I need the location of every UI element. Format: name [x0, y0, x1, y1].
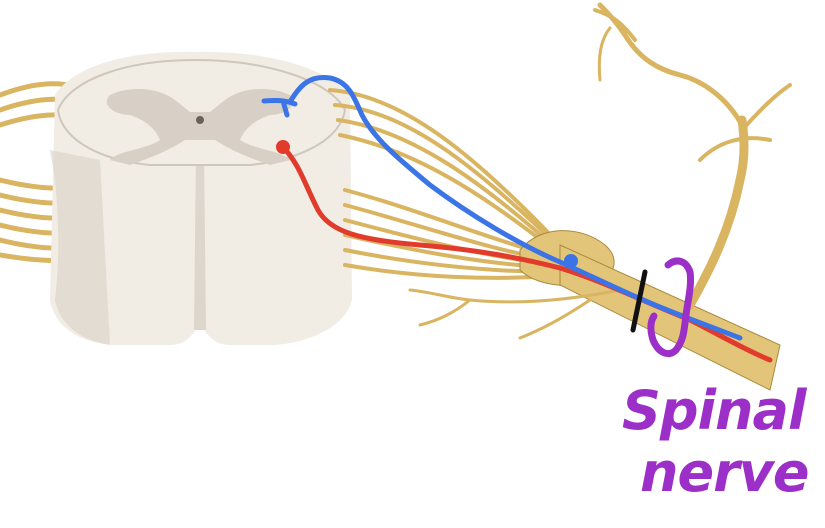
dorsal-ramus [685, 115, 749, 310]
nerve-cut-mark [630, 269, 648, 333]
sensory-pathway [261, 74, 743, 341]
nerve-trunk [559, 244, 781, 391]
central-canal [196, 116, 204, 124]
sensory-ganglion-soma [564, 254, 578, 268]
spinal-nerve-label-line2: nerve [640, 441, 810, 504]
grey-matter [106, 88, 294, 165]
spinal-nerve-label-line1: Spinal [622, 379, 806, 442]
recurrent-branch-1 [408, 288, 622, 304]
lateral-branch [698, 136, 772, 162]
dorsal-ramus-branch-2 [740, 83, 792, 132]
ventral-fissure [194, 150, 206, 330]
recurrent-branch-2 [518, 298, 592, 340]
sensory-axon [287, 74, 743, 341]
sensory-terminal [261, 97, 298, 118]
recurrent-branch-3 [418, 298, 472, 327]
cord-side-shade [50, 150, 110, 345]
spinal-nerve [408, 2, 792, 391]
dorsal-ramus-branch-4 [597, 26, 612, 82]
spinal-nerve-annotation-bracket [647, 257, 694, 358]
spinal-cord-segment [50, 51, 352, 345]
dorsal-ramus-branch-3 [593, 8, 637, 42]
